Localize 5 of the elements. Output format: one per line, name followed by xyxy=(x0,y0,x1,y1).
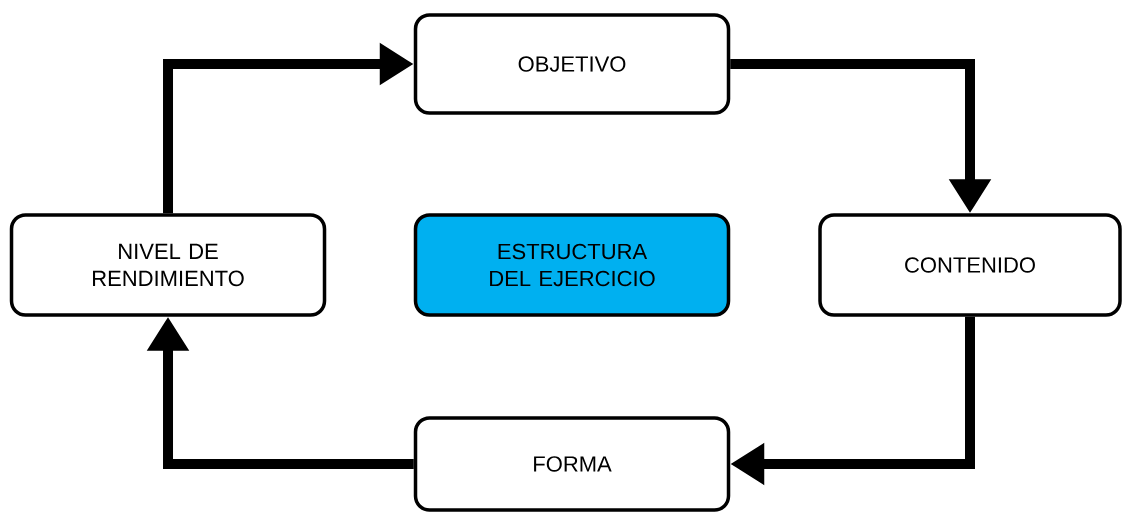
process-box: OBJETIVO xyxy=(413,13,731,115)
process-box: CONTENIDO xyxy=(818,213,1122,317)
process-box: ESTRUCTURA DEL EJERCICIO xyxy=(413,213,731,317)
process-box: FORMA xyxy=(413,416,731,512)
process-box: NIVEL DE RENDIMIENTO xyxy=(9,213,327,317)
